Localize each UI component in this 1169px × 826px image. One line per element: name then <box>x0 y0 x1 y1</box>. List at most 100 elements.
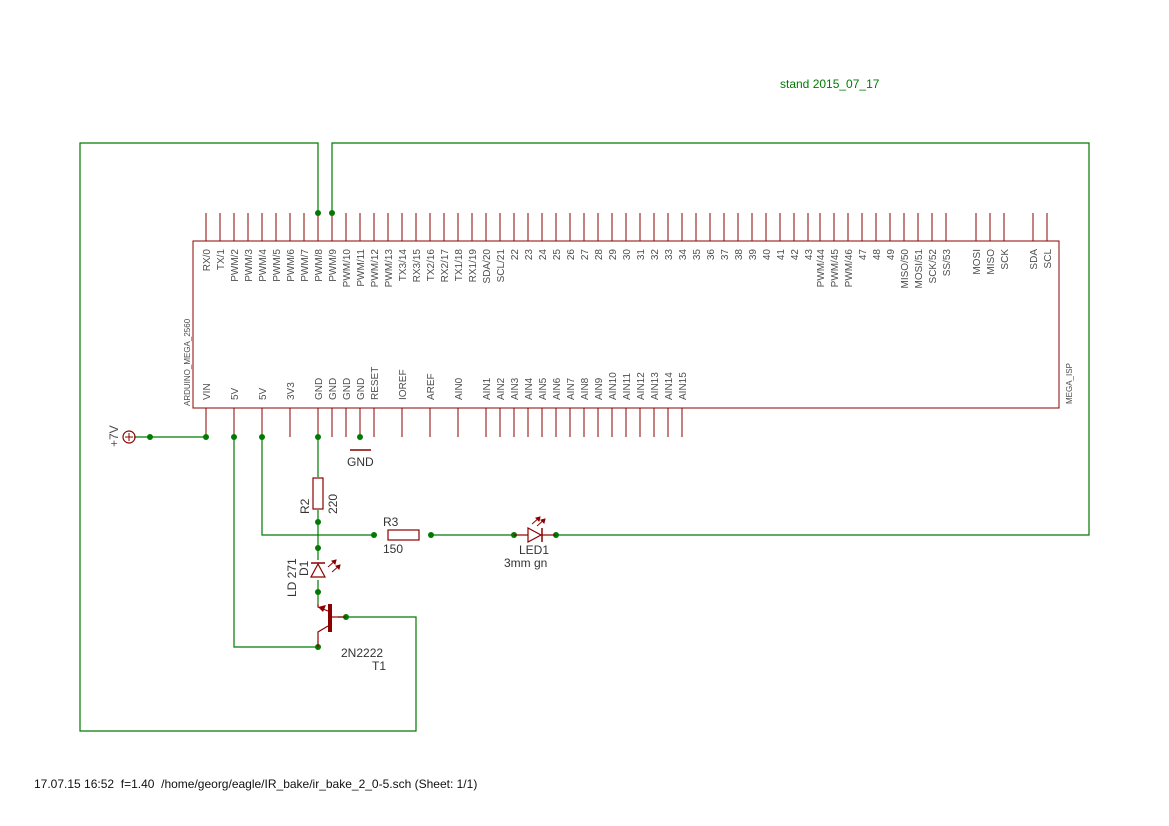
junction-dot <box>428 532 434 538</box>
pin-label-bottom: VIN <box>202 383 213 400</box>
resistor-r3: R3 150 <box>383 515 420 556</box>
wire-pwm9-loop <box>331 142 1090 536</box>
pin-label-bottom: AIN15 <box>678 372 689 400</box>
pin-label-bottom: GND <box>314 378 325 400</box>
pin-label-top: 41 <box>776 249 787 261</box>
pin-label-bottom: AIN10 <box>608 372 619 400</box>
pin-label-bottom: GND <box>356 378 367 400</box>
pin-label-bottom: GND <box>342 378 353 400</box>
junction-dot <box>259 434 265 440</box>
t1-name: T1 <box>372 659 386 673</box>
pin-label-top: 29 <box>608 249 619 261</box>
pin-label-top: RX/0 <box>202 249 213 272</box>
pin-label-top: PWM/4 <box>258 249 269 282</box>
pin-label-top: TX1/18 <box>454 249 465 282</box>
gnd-label: GND <box>347 455 374 469</box>
pin-label-top: PWM/5 <box>272 249 283 282</box>
pin-label-top: TX3/14 <box>398 249 409 282</box>
pin-label-top: 37 <box>720 249 731 261</box>
pin-label-top: 43 <box>804 249 815 261</box>
pin-label-top: PWM/3 <box>244 249 255 282</box>
transistor-t1: 2N2222 T1 <box>317 604 386 673</box>
pin-label-top: 40 <box>762 249 773 261</box>
pin-label-top: 28 <box>594 249 605 261</box>
t1-base-bar <box>328 604 332 632</box>
d1-arrows-icon <box>327 559 341 573</box>
r3-name: R3 <box>383 515 399 529</box>
pin-label-bottom: 5V <box>230 387 241 400</box>
pin-label-top: PWM/9 <box>328 249 339 282</box>
pin-label-top: 38 <box>734 249 745 261</box>
pin-label-bottom: AIN14 <box>664 372 675 400</box>
wires <box>79 142 1090 732</box>
junction-dot <box>315 519 321 525</box>
gnd-symbol: GND <box>347 449 374 469</box>
junction-dot <box>357 434 363 440</box>
pin-label-top: PWM/13 <box>384 249 395 288</box>
footer-path: 17.07.15 16:52 f=1.40 /home/georg/eagle/… <box>34 777 478 791</box>
pin-label-top: 39 <box>748 249 759 261</box>
junction-dot <box>315 589 321 595</box>
pin-label-top: TX2/16 <box>426 249 437 282</box>
pin-label-top: 49 <box>886 249 897 261</box>
pin-label-top: TX/1 <box>216 249 227 271</box>
junction-dot <box>315 434 321 440</box>
r3-body <box>387 529 420 541</box>
pin-label-top: RX1/19 <box>468 249 479 283</box>
pin-label-top: 42 <box>790 249 801 261</box>
r3-value: 150 <box>383 542 403 556</box>
pin-label-top: 47 <box>858 249 869 261</box>
pin-label-top: PWM/7 <box>300 249 311 282</box>
pin-label-top: MISO <box>986 249 997 275</box>
pin-label-bottom: AIN5 <box>538 377 549 400</box>
stamp-label: stand 2015_07_17 <box>780 77 880 91</box>
pin-label-top: 22 <box>510 249 521 261</box>
pin-label-top: RX3/15 <box>412 249 423 283</box>
d1-value: LD 271 <box>285 558 299 597</box>
arduino-name-label: ARDUINO_MEGA_2560 <box>183 318 192 406</box>
diode-d1: LD 271 D1 <box>285 558 341 597</box>
pin-label-bottom: AIN7 <box>566 377 577 400</box>
junction-dot <box>315 545 321 551</box>
resistor-r2: R2 220 <box>298 477 340 514</box>
led1-arrows-icon <box>531 516 546 527</box>
pin-label-bottom: AIN8 <box>580 377 591 400</box>
t1-value: 2N2222 <box>341 646 383 660</box>
pin-label-bottom: AIN12 <box>636 372 647 400</box>
plus-circle-icon <box>122 430 136 444</box>
r2-body <box>312 477 324 510</box>
pin-label-top: SCL/21 <box>496 249 507 283</box>
junction-dot <box>203 434 209 440</box>
pin-label-top: PWM/44 <box>816 249 827 288</box>
pin-label-top: 25 <box>552 249 563 261</box>
pin-label-top: 48 <box>872 249 883 261</box>
pin-label-bottom: 3V3 <box>286 382 297 400</box>
pin-label-bottom: AIN2 <box>496 377 507 400</box>
wire-5v-r3 <box>261 437 374 536</box>
pin-label-top: MISO/50 <box>900 249 911 289</box>
pin-label-top: 33 <box>664 249 675 261</box>
wire-pwm8-loop <box>79 142 417 732</box>
pin-label-bottom: AIN3 <box>510 377 521 400</box>
pin-label-top: PWM/46 <box>844 249 855 288</box>
pin-label-top: 30 <box>622 249 633 261</box>
pin-label-top: SDA/20 <box>482 249 493 284</box>
pin-label-top: RX2/17 <box>440 249 451 283</box>
pin-label-bottom: GND <box>328 378 339 400</box>
junction-dot <box>231 434 237 440</box>
junction-dot <box>329 210 335 216</box>
pin-label-bottom: AIN13 <box>650 372 661 400</box>
pin-label-top: PWM/10 <box>342 249 353 288</box>
led1-name: LED1 <box>519 543 549 557</box>
led1-value: 3mm gn <box>504 556 547 570</box>
d1-triangle <box>309 562 327 578</box>
pin-label-top: 23 <box>524 249 535 261</box>
r2-value: 220 <box>326 494 340 514</box>
pin-label-top: PWM/2 <box>230 249 241 282</box>
d1-name: D1 <box>297 560 311 576</box>
pin-label-top: 31 <box>636 249 647 261</box>
led-led1: LED1 3mm gn <box>504 516 556 570</box>
